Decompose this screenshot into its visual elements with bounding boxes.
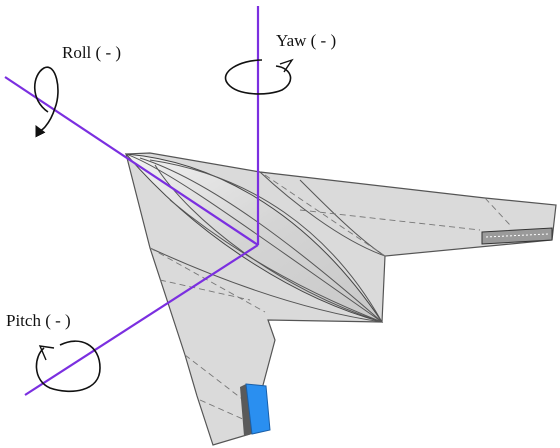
- yaw-rotation-arrow-icon: [224, 58, 294, 95]
- hidden-edges: [149, 174, 511, 421]
- pitch-rotation-arrow-icon: [35, 340, 101, 393]
- wingtip-elevon: [481, 227, 553, 245]
- pitch-label: Pitch ( - ): [6, 311, 71, 330]
- yaw-label: Yaw ( - ): [276, 31, 336, 50]
- body-axes: [4, 6, 260, 396]
- roll-label: Roll ( - ): [62, 43, 121, 62]
- pitch-axis: [24, 244, 259, 396]
- roll-axis: [4, 76, 259, 246]
- roll-rotation-arrow-icon: [33, 66, 59, 138]
- control-surface: [240, 383, 271, 436]
- aircraft-wing: [124, 152, 557, 446]
